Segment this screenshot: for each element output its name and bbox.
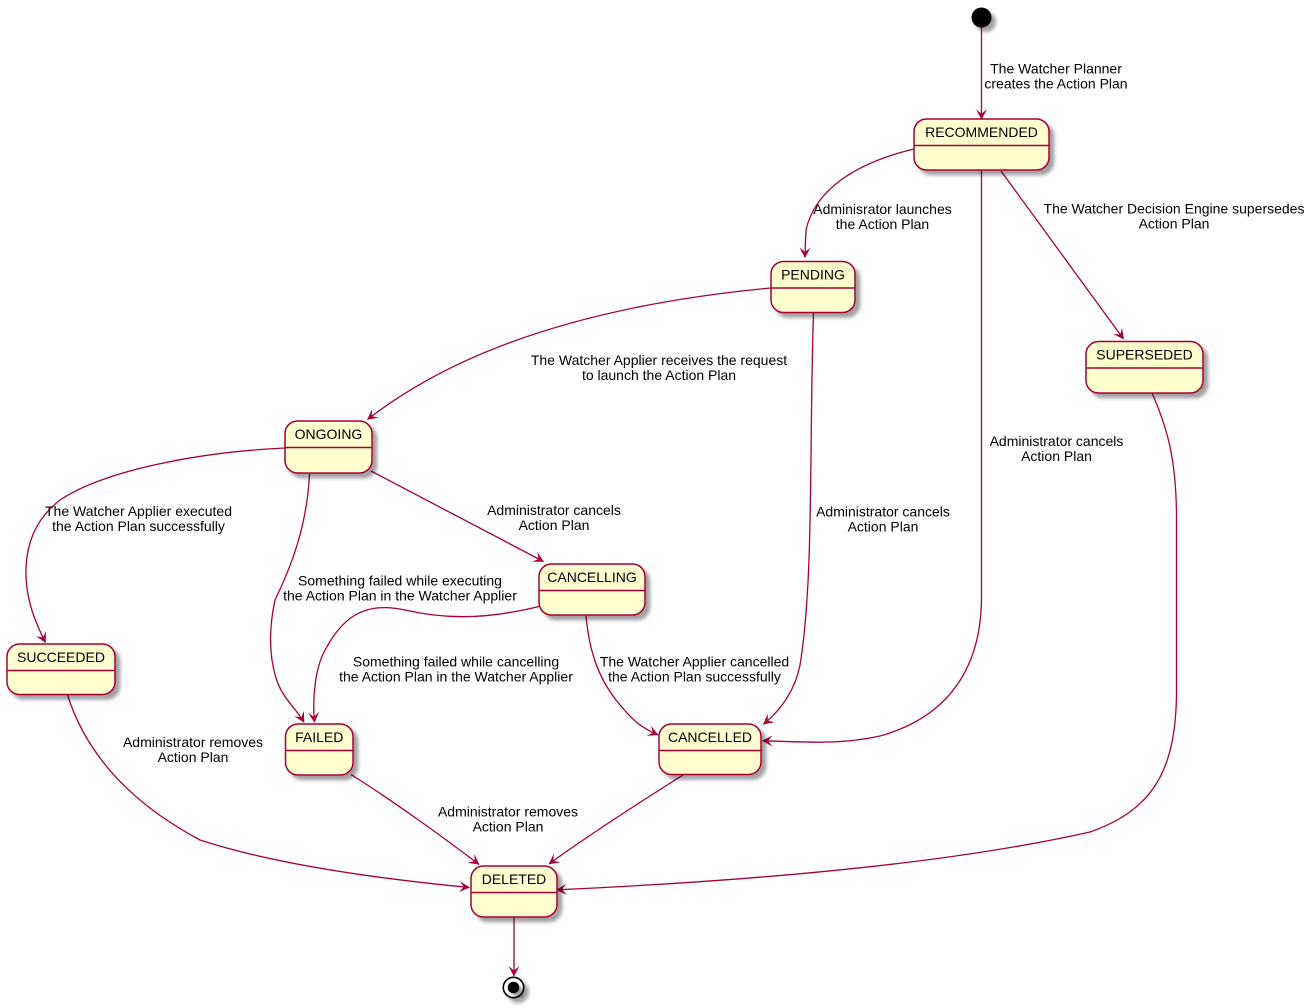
svg-text:Action Plan: Action Plan (848, 519, 919, 535)
svg-text:the Action Plan in the Watcher: the Action Plan in the Watcher Applier (283, 588, 517, 604)
svg-text:Something failed while cancell: Something failed while cancelling (353, 653, 559, 669)
svg-text:Adminisrator launches: Adminisrator launches (813, 201, 952, 217)
svg-text:RECOMMENDED: RECOMMENDED (925, 124, 1038, 140)
svg-text:the Action Plan: the Action Plan (836, 216, 929, 232)
svg-text:the Action Plan in the Watcher: the Action Plan in the Watcher Applier (339, 668, 573, 684)
svg-text:the Action Plan successfully: the Action Plan successfully (608, 668, 781, 684)
svg-text:the Action Plan successfully: the Action Plan successfully (52, 518, 225, 534)
svg-text:Action Plan: Action Plan (473, 819, 544, 835)
svg-text:Administrator removes: Administrator removes (438, 804, 578, 820)
svg-text:Something failed while executi: Something failed while executing (298, 573, 502, 589)
svg-text:ONGOING: ONGOING (295, 426, 363, 442)
svg-text:DELETED: DELETED (482, 871, 547, 887)
svg-text:Action Plan: Action Plan (1139, 216, 1210, 232)
svg-text:Administrator cancels: Administrator cancels (990, 433, 1124, 449)
svg-text:CANCELLED: CANCELLED (668, 729, 752, 745)
svg-text:The Watcher Applier executed: The Watcher Applier executed (45, 503, 232, 519)
svg-text:SUCCEEDED: SUCCEEDED (17, 649, 105, 665)
svg-text:Action Plan: Action Plan (158, 749, 229, 765)
svg-text:PENDING: PENDING (781, 267, 845, 283)
svg-text:Administrator cancels: Administrator cancels (816, 504, 950, 520)
svg-text:creates the Action Plan: creates the Action Plan (984, 76, 1127, 92)
svg-text:The Watcher Applier receives t: The Watcher Applier receives the request (531, 352, 787, 368)
svg-text:The Watcher Applier cancelled: The Watcher Applier cancelled (600, 653, 789, 669)
svg-text:The Watcher Planner: The Watcher Planner (990, 61, 1122, 77)
svg-text:Action Plan: Action Plan (519, 517, 590, 533)
svg-text:CANCELLING: CANCELLING (547, 569, 636, 585)
svg-text:to launch the Action Plan: to launch the Action Plan (582, 367, 736, 383)
svg-text:SUPERSEDED: SUPERSEDED (1096, 347, 1192, 363)
svg-text:Administrator cancels: Administrator cancels (487, 502, 621, 518)
svg-text:FAILED: FAILED (295, 729, 343, 745)
svg-text:The Watcher Decision Engine su: The Watcher Decision Engine supersedes (1044, 201, 1305, 217)
svg-text:Action Plan: Action Plan (1021, 448, 1092, 464)
svg-text:Administrator removes: Administrator removes (123, 734, 263, 750)
